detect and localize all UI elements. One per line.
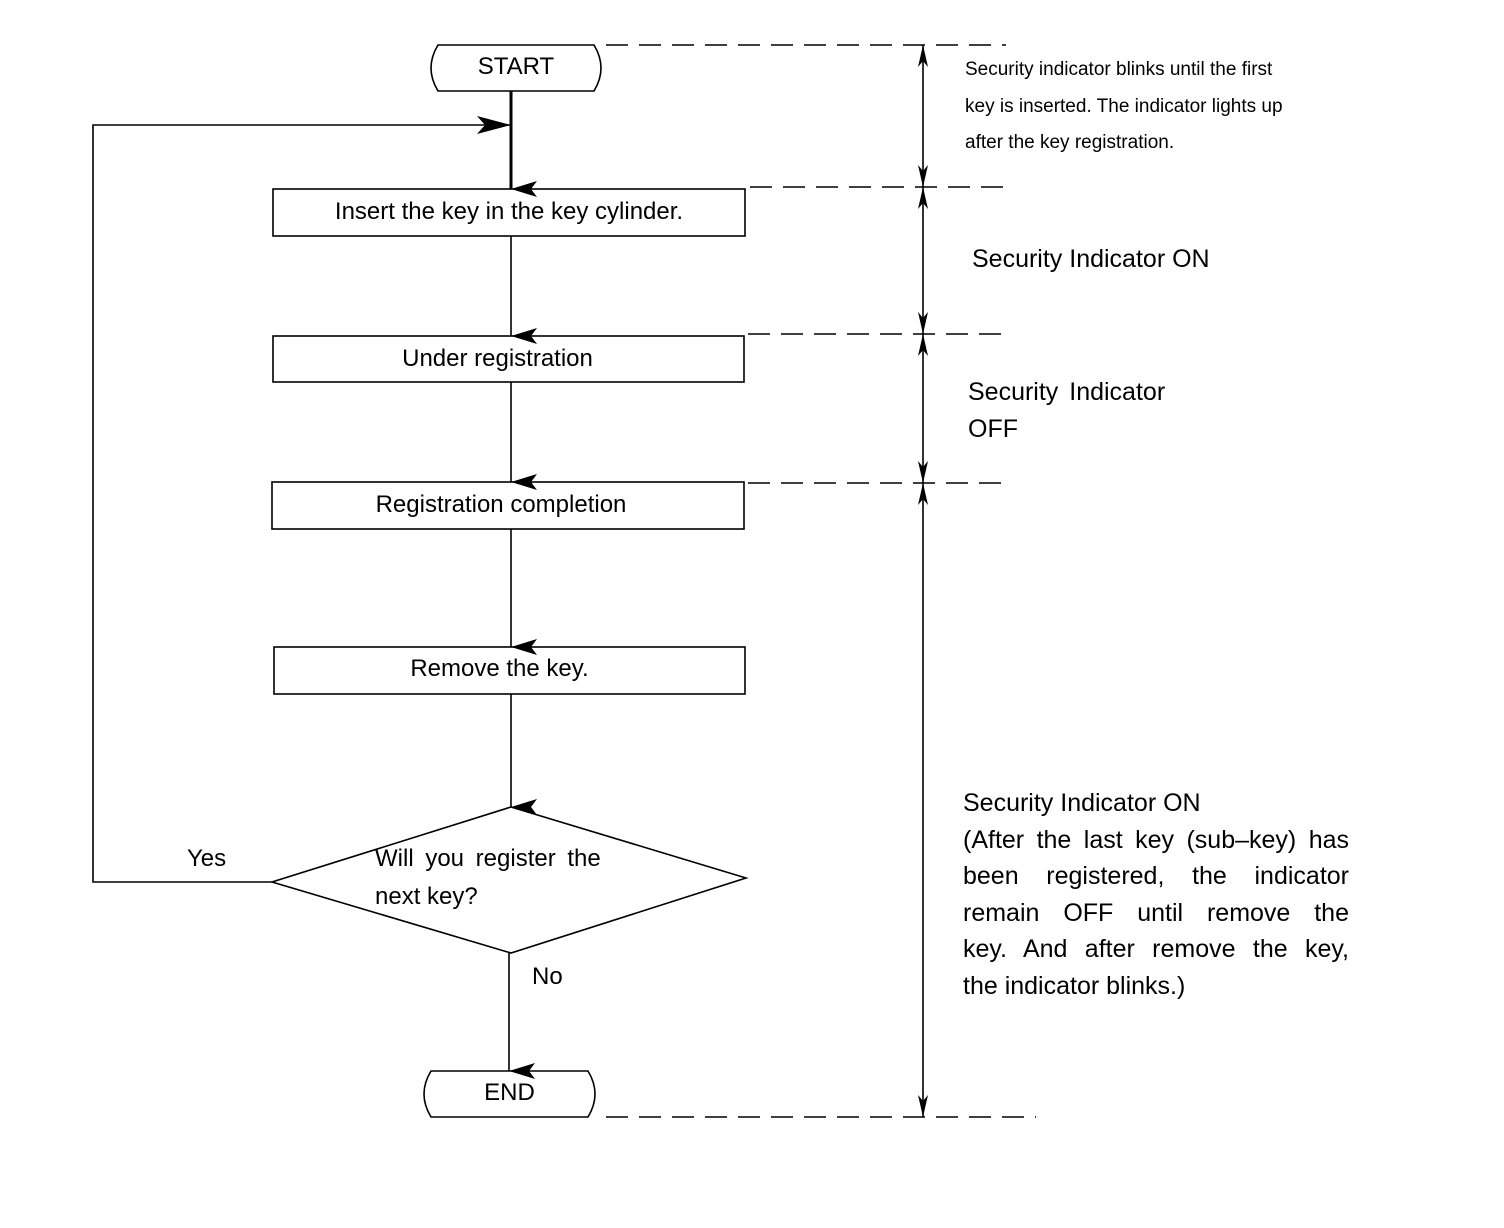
start-terminal xyxy=(430,44,602,92)
note-off-line1: Security Indicator xyxy=(968,378,1166,406)
step-remove-key-box xyxy=(273,646,746,695)
step-insert-key-label: Insert the key in the key cylinder. xyxy=(334,198,684,225)
note-blink-line1: Security indicator blinks until the firs… xyxy=(965,59,1273,80)
note-on2-line1: Security Indicator ON xyxy=(963,789,1201,817)
decision-question-line2: next key? xyxy=(375,883,478,910)
note-on2-line6: the indicator blinks.) xyxy=(963,971,1186,1000)
start-label: START xyxy=(477,53,555,80)
step-under-registration-box xyxy=(272,335,745,383)
step-under-registration-label: Under registration xyxy=(402,345,593,372)
connector-yes-loop xyxy=(92,116,511,883)
note-on2-line4: remain OFF until remove the xyxy=(963,898,1349,927)
step-registration-completion-box xyxy=(271,481,745,530)
note-on2-line3: been registered, the indicator xyxy=(963,862,1349,891)
end-terminal xyxy=(423,1070,596,1118)
note-off-line2: OFF xyxy=(968,414,1018,443)
step-remove-key-label: Remove the key. xyxy=(410,655,589,682)
decision-question-line1: Will you register the xyxy=(375,845,601,872)
decision-no-label: No xyxy=(532,963,563,990)
note-indicator-on-2: Security Indicator ON (After the last ke… xyxy=(963,785,1349,1005)
dashed-guide-lines xyxy=(606,44,1036,1118)
end-label: END xyxy=(484,1079,535,1106)
note-indicator-on-1: Security Indicator ON xyxy=(972,245,1210,273)
note-blink-line3: after the key registration. xyxy=(965,132,1175,153)
step-registration-completion-label: Registration completion xyxy=(375,491,627,518)
decision-diamond xyxy=(269,806,749,954)
note-indicator-off: Security Indicator OFF xyxy=(968,374,1165,447)
note-blink-line2: key is inserted. The indicator lights up xyxy=(965,95,1283,117)
decision-yes-label: Yes xyxy=(187,845,227,872)
note-on2-line5: key. And after remove the key, xyxy=(963,935,1349,964)
note-blink: Security indicator blinks until the firs… xyxy=(965,52,1283,162)
step-insert-key-box xyxy=(272,188,746,237)
note-on2-line2: (After the last key (sub–key) has xyxy=(963,825,1349,854)
